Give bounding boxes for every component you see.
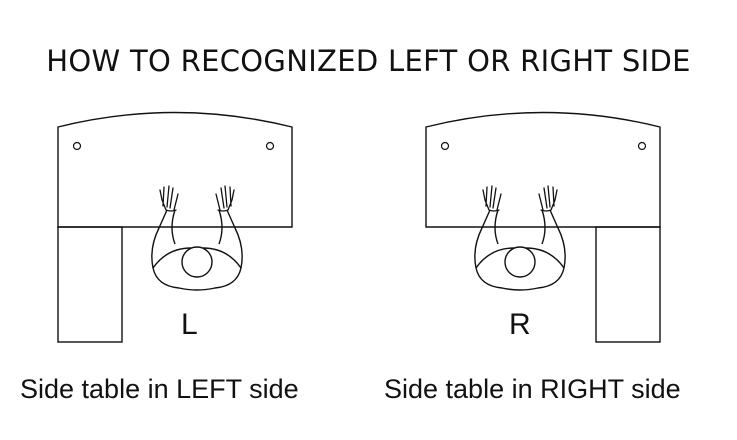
right-person bbox=[474, 185, 566, 291]
left-person bbox=[151, 185, 243, 291]
right-desk bbox=[425, 111, 661, 228]
right-side-table bbox=[595, 226, 661, 343]
left-letter: L bbox=[181, 308, 198, 341]
right-letter: R bbox=[509, 308, 531, 341]
page-title: HOW TO RECOGNIZED LEFT OR RIGHT SIDE bbox=[46, 44, 691, 78]
right-caption: Side table in RIGHT side bbox=[384, 374, 681, 404]
left-caption: Side table in LEFT side bbox=[20, 374, 299, 404]
left-desk bbox=[57, 111, 293, 228]
left-side-table bbox=[57, 226, 123, 343]
